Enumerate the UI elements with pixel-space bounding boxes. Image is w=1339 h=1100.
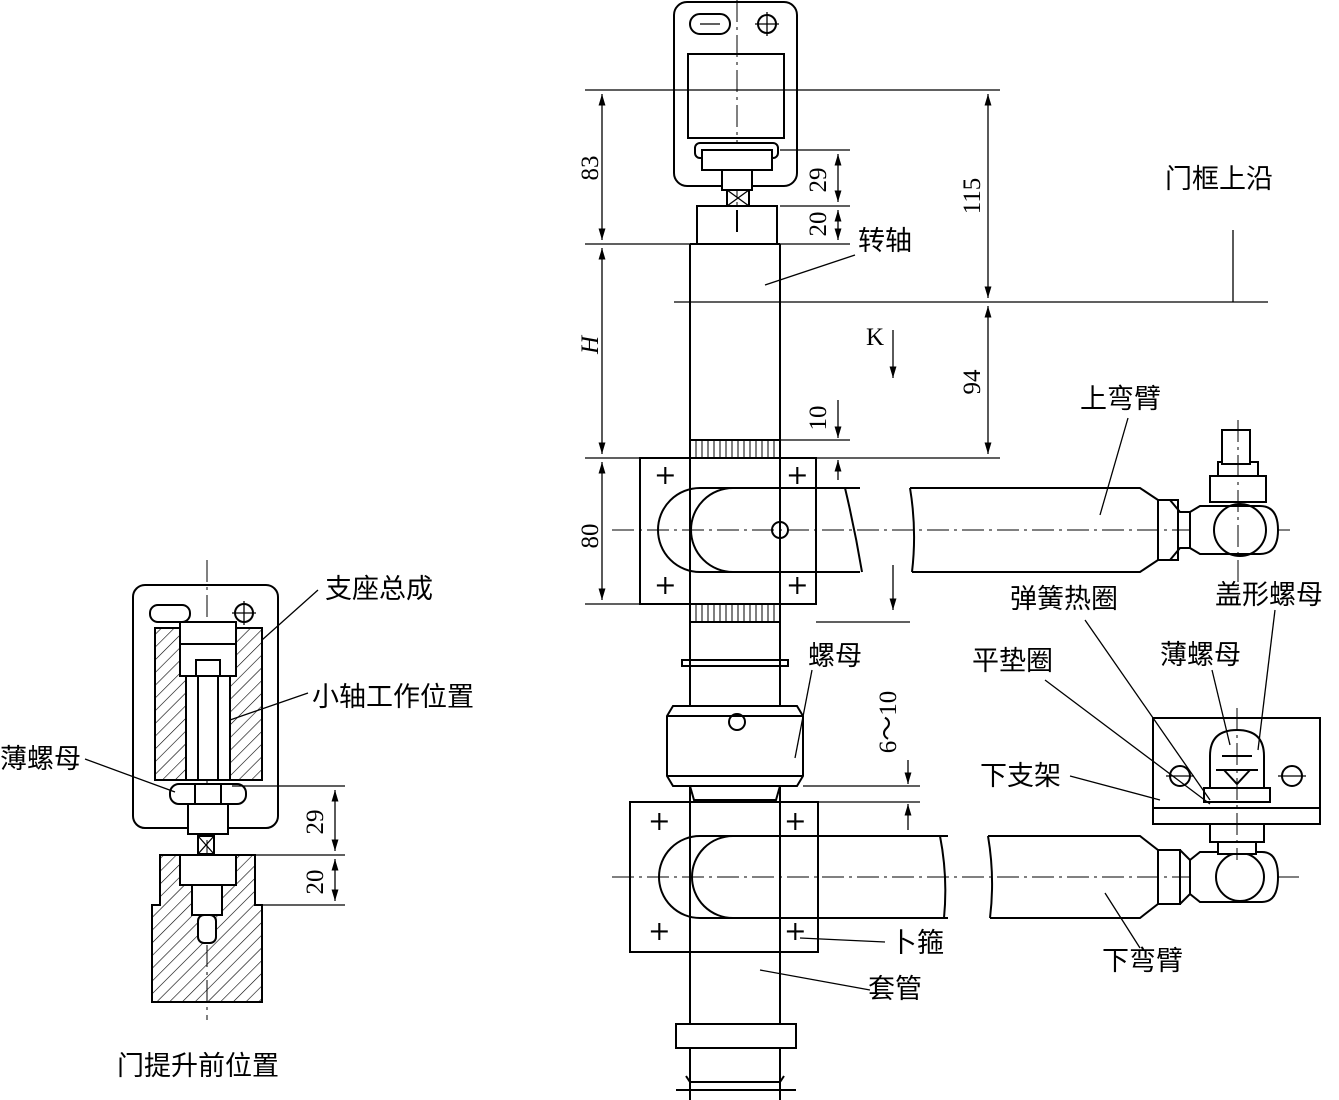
label-view-k: K (866, 324, 884, 351)
caption-before-lift: 门提升前位置 (117, 1051, 279, 1082)
dim-6-10: 6～10 (875, 691, 902, 754)
dimension-lines (585, 89, 1276, 991)
label-thin-nut-left: 薄螺母 (0, 744, 81, 775)
label-cap-nut: 盖形螺母 (1215, 580, 1323, 611)
svg-text:+: + (786, 570, 809, 601)
label-nut: 螺母 (808, 641, 862, 672)
label-thin-nut-right: 薄螺母 (1160, 640, 1241, 671)
dim-H: H (577, 334, 604, 355)
dim-20: 20 (805, 212, 832, 237)
shaft (666, 243, 804, 1100)
dim-115: 115 (959, 178, 986, 215)
label-lower-arm: 下弯臂 (1102, 946, 1183, 977)
label-flat-washer: 平垫圈 (972, 646, 1053, 677)
svg-text:+: + (654, 460, 677, 491)
label-small-shaft-position: 小轴工作位置 (312, 682, 474, 713)
svg-text:+: + (784, 916, 807, 947)
svg-text:+: + (786, 460, 809, 491)
svg-text:+: + (784, 806, 807, 837)
upper-clamp-and-arm: + + + + (612, 420, 1290, 605)
label-spring-washer: 弹簧热圈 (1010, 584, 1118, 615)
label-door-frame-top-edge: 门框上沿 (1165, 164, 1273, 195)
dim-10: 10 (805, 406, 832, 431)
svg-text:+: + (648, 916, 671, 947)
dim-94: 94 (959, 369, 986, 395)
dim-83: 83 (577, 156, 604, 181)
label-sleeve: 套管 (868, 974, 922, 1005)
label-rotating-shaft: 转轴 (858, 226, 912, 257)
svg-text:+: + (648, 806, 671, 837)
label-clamp: 卜箍 (890, 928, 944, 959)
thin-nut-left (169, 783, 247, 805)
left-detail-view (84, 560, 345, 1020)
label-lower-bracket: 下支架 (980, 761, 1061, 792)
dim-80: 80 (577, 524, 604, 549)
dim-29-left: 29 (302, 810, 329, 835)
svg-text:+: + (654, 570, 677, 601)
top-bracket (673, 0, 798, 245)
lower-clamp-and-arm: + + + + (612, 801, 1300, 953)
label-support-assembly: 支座总成 (325, 574, 433, 605)
lower-bracket (1152, 708, 1321, 860)
dim-29: 29 (805, 168, 832, 193)
label-upper-arm: 上弯臂 (1080, 384, 1161, 415)
dim-20-left: 20 (302, 870, 329, 895)
nut (666, 705, 804, 787)
